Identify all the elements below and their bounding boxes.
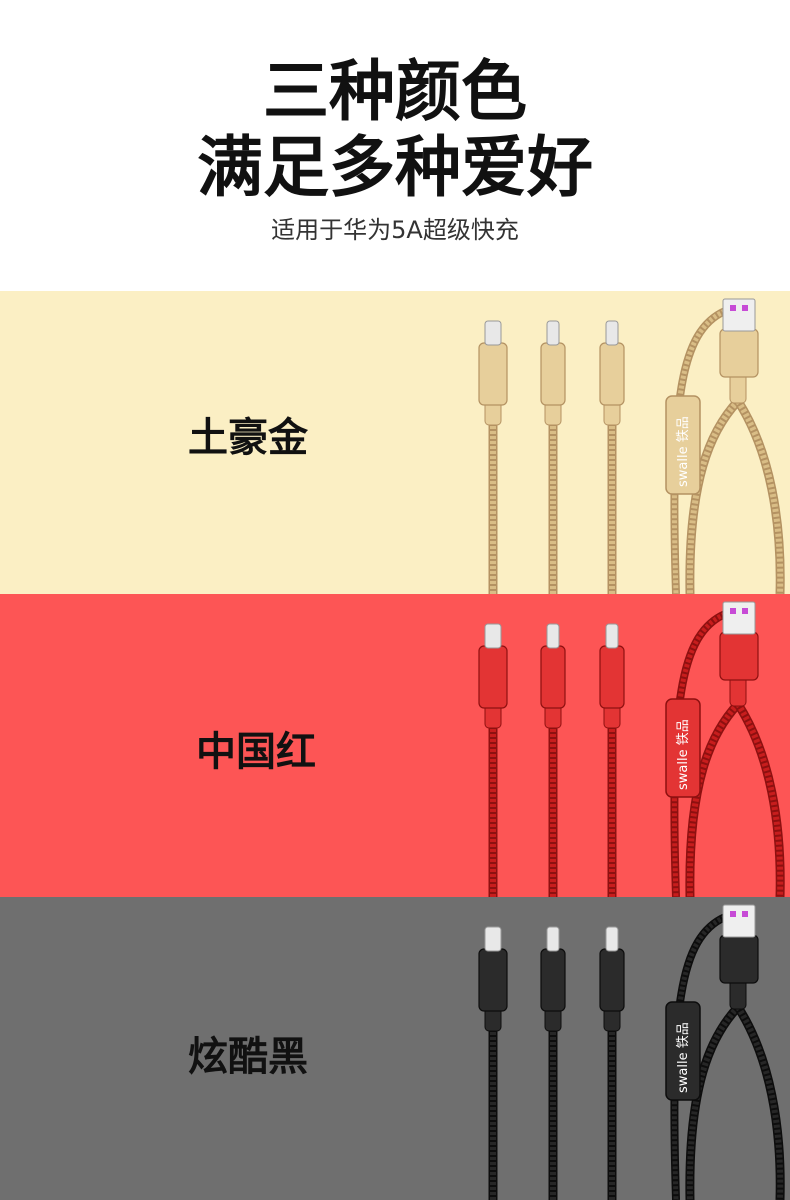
usb-a-pin-left [730,608,736,614]
lightning-plug [605,623,619,649]
lightning-housing [599,645,625,709]
usb-a-pin-left [730,305,736,311]
cable-loop-right [734,398,785,594]
variant-label-red: 中国红 [196,729,316,775]
cable-loop-right [734,1004,785,1200]
micro-usb-plug [546,320,560,346]
usb-a-pin-right [742,911,748,917]
usb-a-pin-left [730,911,736,917]
brand-text: swalle 铁品 [676,1022,691,1093]
type-c-plug [484,926,502,952]
splitter-sleeve [665,1001,701,1101]
cable-loop-right [734,701,785,897]
type-c-housing [478,948,508,1012]
cable-illustration: swalle 铁品 [478,601,785,897]
micro-usb-plug [546,623,560,649]
usb-a-housing [719,328,759,378]
lightning-housing [599,342,625,406]
type-c-plug [484,320,502,346]
cable-illustration: swalle 铁品 [478,298,785,594]
cable-loop-right-braid [735,702,784,897]
cable-image-red: swalle 铁品 [440,594,790,897]
cable-image-gold: swalle 铁品 [440,291,790,594]
cable-loop-braid [686,701,741,897]
variant-black: 炫酷黑 swalle 铁品 [0,897,790,1200]
variant-label-gold: 土豪金 [188,415,308,461]
subtitle: 适用于华为5A超级快充 [271,216,519,244]
cable-loop-braid [686,1004,741,1200]
cable-illustration: swalle 铁品 [478,904,785,1200]
lightning-plug [605,320,619,346]
splitter-sleeve [665,395,701,495]
micro-usb-housing [540,342,566,406]
variant-label-black: 炫酷黑 [188,1034,308,1080]
micro-usb-housing [540,948,566,1012]
cable-image-black: swalle 铁品 [440,897,790,1200]
usb-a-housing [719,631,759,681]
micro-usb-plug [546,926,560,952]
type-c-housing [478,645,508,709]
header: 三种颜色 满足多种爱好 适用于华为5A超级快充 [0,0,790,291]
lightning-plug [605,926,619,952]
cable-back-braid [671,611,727,897]
type-c-housing [478,342,508,406]
brand-text: swalle 铁品 [676,719,691,790]
type-c-plug [484,623,502,649]
micro-usb-housing [540,645,566,709]
variant-red: 中国红 swalle 铁品 [0,594,790,897]
usb-a-plug [722,298,756,332]
cable-back-braid [671,914,727,1200]
lightning-housing [599,948,625,1012]
variant-gold: 土豪金 swalle 铁品 [0,291,790,594]
title-line-1: 三种颜色 [263,53,527,130]
usb-a-pin-right [742,305,748,311]
usb-a-housing [719,934,759,984]
cable-loop-right-braid [735,1005,784,1200]
cable-loop-braid [686,398,741,594]
splitter-sleeve [665,698,701,798]
brand-text: swalle 铁品 [676,416,691,487]
usb-a-plug [722,904,756,938]
usb-a-plug [722,601,756,635]
title-line-2: 满足多种爱好 [197,129,593,206]
cable-loop-right-braid [735,399,784,594]
usb-a-pin-right [742,608,748,614]
cable-back-braid [671,308,727,594]
